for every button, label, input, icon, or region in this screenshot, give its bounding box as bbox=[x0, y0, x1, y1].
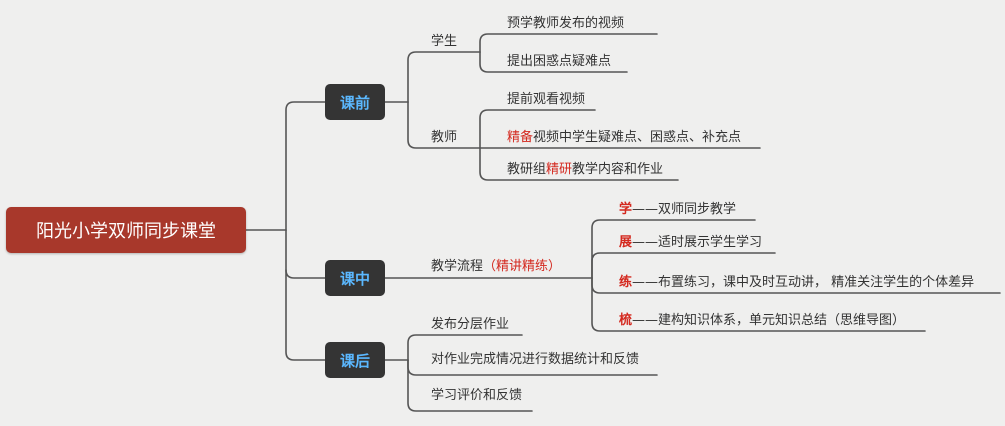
teacher-item-3-pre: 教研组 bbox=[507, 162, 547, 177]
step-3-text: ——布置练习，课中及时互动讲， 精准关注学生的个体差异 bbox=[632, 275, 975, 290]
node-teaching-process: 教学流程（精讲精练） bbox=[431, 258, 561, 276]
connector-after-item3 bbox=[407, 359, 533, 412]
student-item-1: 预学教师发布的视频 bbox=[507, 16, 625, 31]
after-item-2: 对作业完成情况进行数据统计和反馈 bbox=[431, 352, 640, 367]
after-item-3: 学习评价和反馈 bbox=[431, 388, 523, 403]
step-1: 学——双师同步教学 bbox=[619, 201, 736, 219]
teacher-item-2-text: 视频中学生疑难点、困惑点、补充点 bbox=[533, 130, 742, 145]
connector-student-item2 bbox=[479, 51, 628, 73]
hub-after: 课后 bbox=[325, 342, 385, 378]
root-node: 阳光小学双师同步课堂 bbox=[6, 207, 246, 253]
teacher-item-3-post: 教学内容和作业 bbox=[572, 162, 664, 177]
connector-root-during bbox=[285, 229, 326, 279]
connector-after-item1 bbox=[407, 334, 523, 361]
student-item-2: 提出困惑点疑难点 bbox=[507, 54, 612, 69]
step-2: 展——适时展示学生学习 bbox=[619, 234, 762, 252]
step-4: 梳——建构知识体系，单元知识总结（思维导图） bbox=[619, 312, 905, 330]
hub-during: 课中 bbox=[325, 260, 385, 296]
connector-teacher-item3 bbox=[479, 147, 679, 181]
step-4-text: ——建构知识体系，单元知识总结（思维导图） bbox=[632, 313, 906, 328]
connector-teacher-item1 bbox=[479, 109, 596, 149]
teacher-item-1: 提前观看视频 bbox=[507, 92, 586, 107]
connector-root-before bbox=[245, 101, 326, 231]
process-highlight: （精讲精练） bbox=[483, 259, 562, 274]
connector-step-4 bbox=[591, 277, 926, 332]
connector-before-student bbox=[407, 51, 481, 103]
teacher-item-3: 教研组精研教学内容和作业 bbox=[507, 161, 663, 179]
connector-step-1 bbox=[591, 219, 756, 279]
after-item-1: 发布分层作业 bbox=[431, 317, 510, 332]
process-text: 教学流程 bbox=[431, 259, 484, 274]
step-3-char: 练 bbox=[619, 275, 633, 290]
node-teacher: 教师 bbox=[431, 130, 458, 145]
node-student: 学生 bbox=[431, 34, 458, 49]
step-2-char: 展 bbox=[619, 235, 633, 250]
teacher-item-2: 精备视频中学生疑难点、困惑点、补充点 bbox=[507, 129, 741, 147]
teacher-item-2-highlight: 精备 bbox=[507, 130, 534, 145]
teacher-item-3-highlight: 精研 bbox=[546, 162, 573, 177]
step-1-char: 学 bbox=[619, 202, 633, 217]
connector-step-2 bbox=[591, 252, 776, 279]
connector-before-teacher bbox=[407, 101, 481, 149]
step-2-text: ——适时展示学生学习 bbox=[632, 235, 763, 250]
step-4-char: 梳 bbox=[619, 313, 633, 328]
connector-root-after bbox=[285, 269, 326, 361]
hub-before: 课前 bbox=[325, 84, 385, 120]
step-1-text: ——双师同步教学 bbox=[632, 202, 737, 217]
step-3: 练——布置练习，课中及时互动讲， 精准关注学生的个体差异 bbox=[619, 274, 974, 292]
connector-student-item1 bbox=[479, 33, 658, 53]
